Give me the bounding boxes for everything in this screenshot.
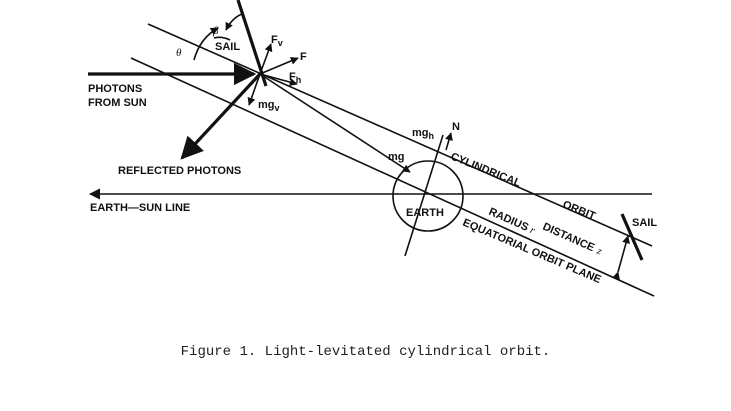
earth-circle [392,160,464,232]
force-fv-arrow [259,43,273,75]
orbit-lower-line [130,57,655,297]
mgh-label: mgh [412,127,434,141]
earth-sun-line-label: EARTH—SUN LINE [90,202,190,214]
reflected-photons-label: REFLECTED PHOTONS [118,165,241,177]
photons-label-line1: PHOTONS [88,83,142,95]
beta-arc-lower [213,36,231,41]
earth-axis [404,134,444,257]
photons-label-line2: FROM SUN [88,97,147,109]
earth-label: EARTH [406,207,444,219]
sail-right-label: SAIL [632,217,657,229]
f-label: F [300,51,307,63]
mg-label: mg [388,151,405,163]
mgv-label: mgv [258,99,280,113]
reflected-photons-arrow [180,72,262,160]
beta-arc [225,13,243,31]
force-f-arrow [259,57,299,75]
gravity-mg-arrow [259,73,411,173]
cylindrical-label: CYLINDRICAL [449,151,523,190]
force-fh-arrow [259,73,298,86]
fv-label: Fv [271,34,283,48]
theta-arc [193,27,219,61]
beta-label: β [212,25,219,37]
figure-caption: Figure 1. Light-levitated cylindrical or… [180,344,551,360]
orbit-upper-line [147,23,653,247]
normal-arrow [445,132,453,151]
n-label: N [452,121,460,133]
fh-label: Fh [289,71,301,85]
theta-label: θ [176,47,182,59]
sail-right [620,213,644,261]
sail-top-label: SAIL [215,41,240,53]
orbit-label: ORBIT [561,199,597,223]
distance-z-arrow [612,235,630,281]
force-mgv-arrow [247,73,261,106]
